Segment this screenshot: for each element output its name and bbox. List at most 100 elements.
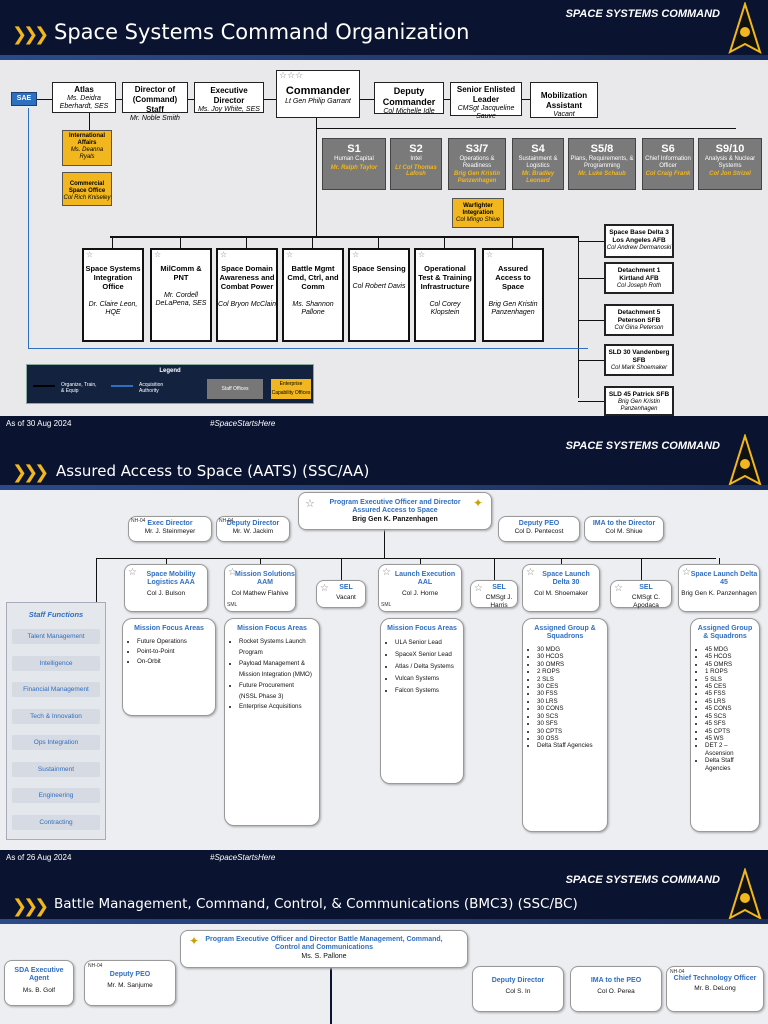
three-star-icon: ☆☆☆ bbox=[279, 71, 304, 81]
list-item: 45 LRS bbox=[705, 698, 753, 705]
brand-label: SPACE SYSTEMS COMMAND bbox=[565, 440, 720, 452]
list-item: 30 OSS bbox=[537, 735, 601, 742]
list-item: Atlas / Delta Systems bbox=[395, 661, 457, 673]
slide2-footer: As of 26 Aug 2024 #SpaceStartsHere bbox=[0, 850, 768, 866]
staff-function-item: Contracting bbox=[12, 814, 100, 830]
page-title: Space Systems Command Organization bbox=[54, 20, 470, 44]
list-item: 30 HCOS bbox=[537, 653, 601, 660]
ssc-logo-icon bbox=[728, 2, 762, 55]
staff-function-item: Engineering bbox=[12, 788, 100, 803]
list-item: Rocket Systems Launch Program bbox=[239, 637, 313, 659]
chevron-icon: ❯❯❯ bbox=[12, 896, 49, 917]
list-item: ULA Senior Lead bbox=[395, 637, 457, 649]
list-item: Vulcan Systems bbox=[395, 673, 457, 685]
staff-function-item: Intelligence bbox=[12, 655, 100, 671]
list-item: 45 SCS bbox=[705, 713, 753, 720]
slide1-header: ❯❯❯ Space Systems Command Organization S… bbox=[0, 0, 768, 60]
staff-function-item: Financial Management bbox=[12, 682, 100, 697]
list-item: 30 LRS bbox=[537, 698, 601, 705]
list-item: On-Orbit bbox=[137, 657, 209, 667]
staff-function-item: Tech & Innovation bbox=[12, 708, 100, 724]
peo-box-2: ☆Space Domain Awareness and Combat Power… bbox=[216, 248, 278, 342]
ssc-logo-icon bbox=[728, 434, 762, 487]
ags-delta30: Assigned Group & Squadrons30 MDG30 HCOS3… bbox=[522, 618, 608, 832]
staff-function-item: Talent Management bbox=[12, 629, 100, 644]
list-item: 30 FSS bbox=[537, 690, 601, 697]
list-item: 2 ROPS bbox=[537, 668, 601, 675]
list-item: 30 SFS bbox=[537, 720, 601, 727]
list-item: Falcon Systems bbox=[395, 685, 457, 697]
slide3-header: ❯❯❯ Battle Management, Command, Control,… bbox=[0, 866, 768, 924]
list-item: 1 ROPS bbox=[705, 668, 753, 675]
peo-star-icon: ✦ bbox=[189, 934, 200, 948]
list-item: Future Operations bbox=[137, 637, 209, 647]
list-item: Enterprise Acquisitions bbox=[239, 702, 313, 713]
list-item: 45 CONS bbox=[705, 705, 753, 712]
slide-bmc3: ❯❯❯ Battle Management, Command, Control,… bbox=[0, 866, 768, 1024]
bmc3-peo-card: ✦ Program Executive Officer and Director… bbox=[180, 930, 468, 968]
list-item: DET 2 – Ascension bbox=[705, 742, 753, 757]
staff-function-item: Sustainment bbox=[12, 761, 100, 777]
list-item: 30 CES bbox=[537, 683, 601, 690]
list-item: 30 CONS bbox=[537, 705, 601, 712]
staff-function-item: Ops Integration bbox=[12, 735, 100, 750]
list-item: 45 HCOS bbox=[705, 653, 753, 660]
slide2-header: ❯❯❯ Assured Access to Space (AATS) (SSC/… bbox=[0, 432, 768, 490]
list-item: 30 SCS bbox=[537, 713, 601, 720]
sae-box: SAE bbox=[11, 92, 37, 106]
list-item: 45 SFS bbox=[705, 720, 753, 727]
list-item: Point-to-Point bbox=[137, 647, 209, 657]
brand-label: SPACE SYSTEMS COMMAND bbox=[565, 874, 720, 886]
legend: Legend Organize, Train, & Equip Acquisit… bbox=[26, 364, 314, 404]
ssc-logo-icon bbox=[728, 868, 762, 921]
aats-peo-card: ☆ ✦ Program Executive Officer and Direct… bbox=[298, 492, 492, 530]
list-item: 5 SLS bbox=[705, 676, 753, 683]
list-item: 2 SLS bbox=[537, 676, 601, 683]
slide-aats: ❯❯❯ Assured Access to Space (AATS) (SSC/… bbox=[0, 432, 768, 866]
mfa-space-mobility: Mission Focus AreasFuture OperationsPoin… bbox=[122, 618, 216, 716]
list-item: Payload Management & Mission Integration… bbox=[239, 659, 313, 681]
star-icon: ☆ bbox=[305, 497, 315, 510]
list-item: 45 WS bbox=[705, 735, 753, 742]
mfa-launch-execution: Mission Focus AreasULA Senior LeadSpaceX… bbox=[380, 618, 464, 784]
chevron-icon: ❯❯❯ bbox=[12, 24, 49, 45]
slide1-footer: As of 30 Aug 2024 #SpaceStartsHere bbox=[0, 416, 768, 432]
